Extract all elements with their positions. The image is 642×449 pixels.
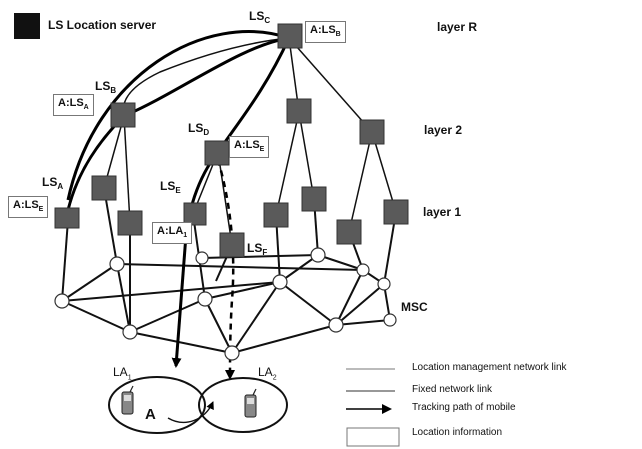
info-box-ls-c: A:LSB [305, 21, 346, 43]
mobile-phone-icon-la2 [244, 388, 257, 418]
server-ls-e [183, 202, 207, 226]
server-ls-f [219, 232, 245, 258]
server-layer1-6 [383, 199, 409, 225]
ls-b-label: LSB [95, 79, 117, 95]
server-layer1-2 [117, 210, 143, 236]
legend-info-text: Location information [412, 427, 503, 438]
mobile-movement-arrow [167, 401, 214, 423]
legend-fixed-link-text: Fixed network link [412, 384, 493, 395]
fixed-network-links [61, 187, 397, 354]
location-area-la2 [198, 377, 288, 433]
location-query-links [66, 30, 291, 236]
server-ls-b [110, 102, 136, 128]
legend-info-box [346, 427, 400, 447]
layer-2-label: layer 2 [424, 123, 463, 137]
server-layer1-3 [263, 202, 289, 228]
network-nodes [54, 247, 397, 361]
la2-label: LA2 [258, 365, 277, 382]
tracking-dashed-to-la2 [216, 159, 236, 380]
location-area-la1 [108, 376, 206, 434]
info-box-ls-a: A:LSE [8, 196, 49, 218]
layer-1-label: layer 1 [423, 205, 462, 219]
ls-d-label: LSD [188, 121, 210, 137]
location-server-legend-square [14, 13, 40, 39]
server-layer1-5 [336, 219, 362, 245]
mobile-a-label: A [145, 406, 156, 423]
ls-a-label: LSA [42, 175, 64, 191]
server-layer2-2 [359, 119, 385, 145]
server-ls-c [277, 23, 303, 49]
tracking-arrow-to-la1 [171, 234, 188, 368]
location-servers [54, 23, 409, 258]
server-layer1-4 [301, 186, 327, 212]
layer-r-label: layer R [437, 20, 478, 34]
la1-label: LA1 [113, 365, 132, 382]
info-box-ls-b: A:LSA [53, 94, 94, 116]
legend-mgmt-link-text: Location management network link [412, 362, 567, 373]
server-layer2-1 [286, 98, 312, 124]
msc-label: MSC [401, 300, 428, 314]
server-layer1-1 [91, 175, 117, 201]
mobile-phone-icon [121, 385, 134, 415]
server-ls-a [54, 207, 80, 229]
ls-c-label: LSC [249, 9, 271, 25]
info-box-ls-e: A:LA1 [152, 222, 193, 244]
info-box-ls-d: A:LSE [229, 136, 270, 158]
ls-f-label: LSF [247, 241, 268, 257]
legend-tracking-text: Tracking path of mobile [412, 402, 516, 413]
legend-location-server-label: LS Location server [48, 18, 157, 32]
server-ls-d [204, 140, 230, 166]
ls-e-label: LSE [160, 179, 181, 195]
